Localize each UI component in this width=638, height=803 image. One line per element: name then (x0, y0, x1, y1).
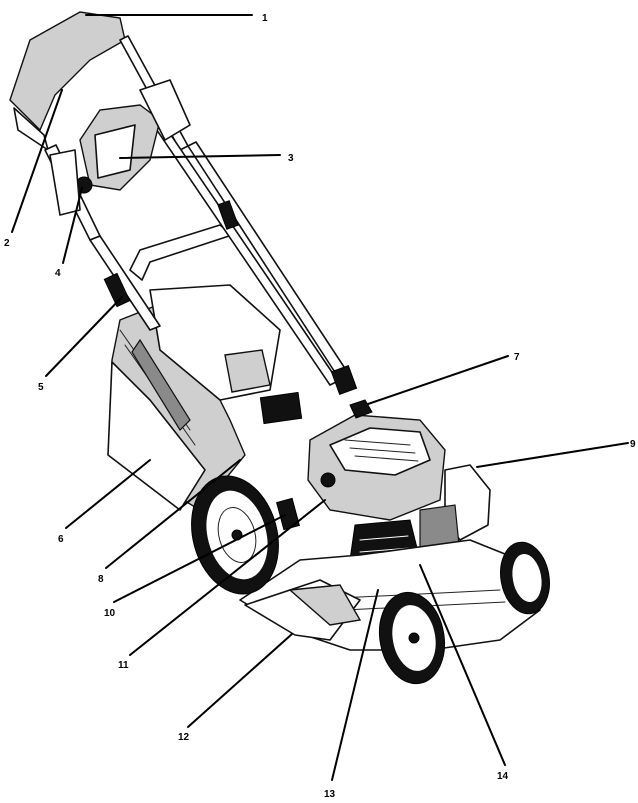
callout-3: 3 (288, 153, 294, 164)
grass-catcher-bag (107, 284, 303, 511)
handle-frame (9, 11, 358, 395)
leader-11 (129, 499, 326, 656)
leader-10 (113, 514, 286, 603)
front-right-wheel (500, 541, 550, 615)
callout-14: 14 (497, 771, 509, 782)
leader-7 (367, 355, 509, 405)
callout-13: 13 (324, 789, 336, 800)
callout-4: 4 (55, 268, 61, 279)
leader-3 (119, 154, 281, 159)
leader-4 (62, 187, 83, 264)
leader-13 (331, 589, 379, 781)
control-box (49, 79, 191, 216)
callout-5: 5 (38, 382, 44, 393)
front-left-wheel (378, 591, 446, 685)
leader-9 (476, 442, 629, 468)
leader-8 (105, 459, 241, 569)
callout-10: 10 (104, 608, 116, 619)
callout-8: 8 (98, 574, 104, 585)
callout-1: 1 (262, 13, 268, 24)
callout-9: 9 (630, 439, 636, 450)
callout-labels: 1 2 3 4 5 6 7 8 9 10 11 12 13 14 (4, 13, 636, 800)
leader-lines (11, 14, 629, 781)
leader-5 (45, 296, 123, 377)
callout-7: 7 (514, 352, 520, 363)
leader-2 (11, 89, 63, 233)
leader-6 (65, 459, 151, 529)
leader-12 (187, 633, 293, 728)
mower-deck (239, 539, 541, 651)
callout-2: 2 (4, 238, 10, 249)
callout-6: 6 (58, 534, 64, 545)
callout-12: 12 (178, 732, 190, 743)
callout-11: 11 (118, 660, 129, 671)
leader-14 (419, 564, 506, 766)
